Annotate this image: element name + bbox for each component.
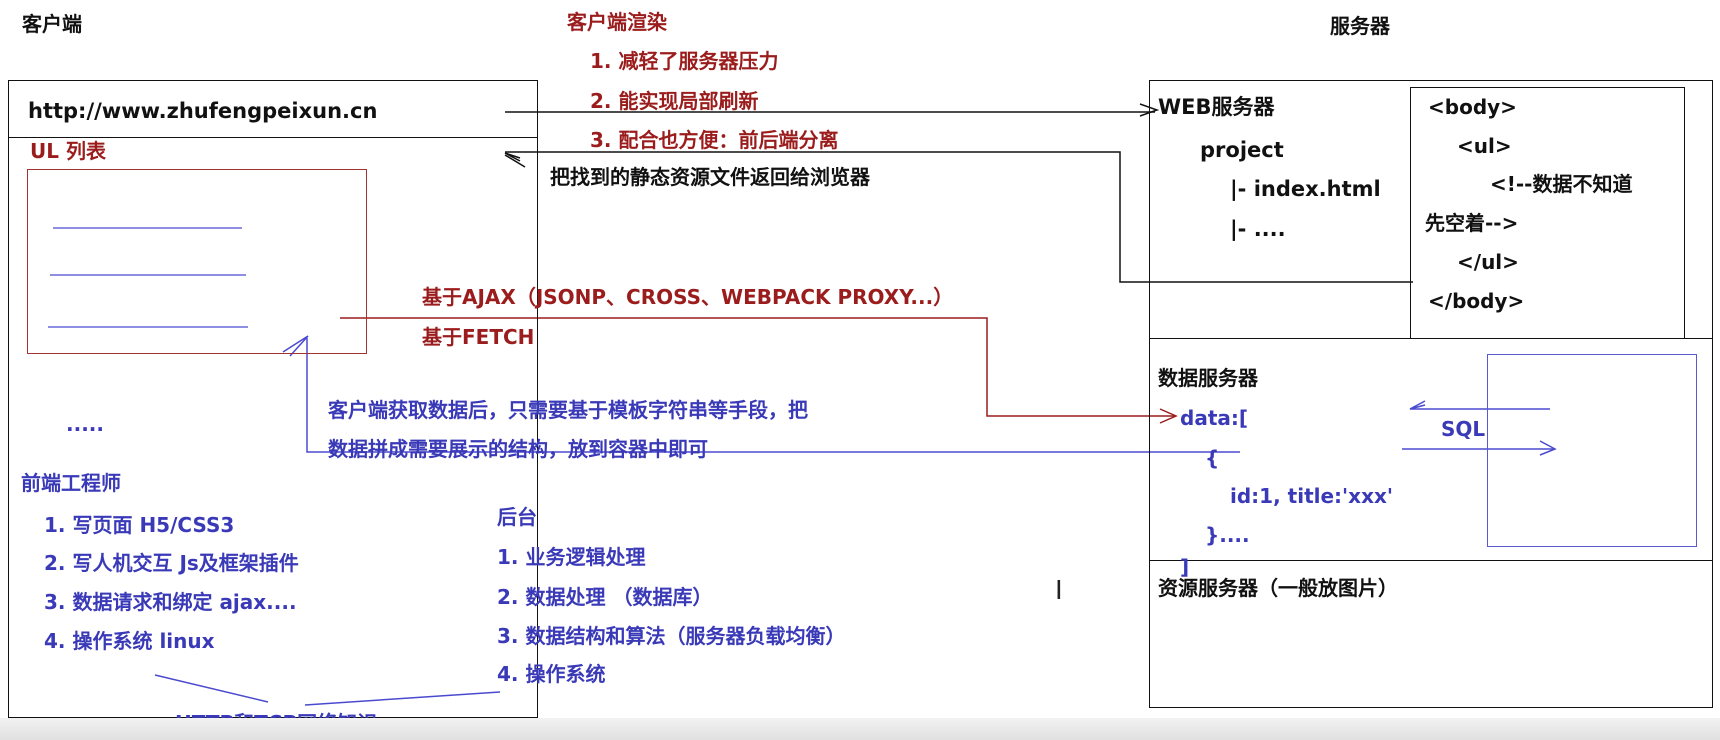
render-item: 3. 配合也方便：前后端分离: [590, 128, 839, 152]
html-line: <body>: [1428, 95, 1517, 119]
return-note: 把找到的静态资源文件返回给浏览器: [550, 165, 870, 189]
backend-item: 2. 数据处理 （数据库）: [497, 585, 713, 609]
template-note-2: 数据拼成需要展示的结构，放到容器中即可: [328, 437, 708, 461]
render-title: 客户端渲染: [567, 10, 667, 34]
resource-server-title: 资源服务器（一般放图片）: [1158, 576, 1398, 600]
html-line: <ul>: [1457, 134, 1512, 158]
data-line: }....: [1205, 523, 1250, 547]
network-line-right: [304, 691, 501, 706]
ajax-path: [340, 317, 1175, 417]
ajax-arrow-head: [1159, 408, 1178, 424]
data-line: id:1, title:'xxx': [1230, 484, 1393, 508]
web-server-title: WEB服务器: [1158, 95, 1275, 119]
render-item: 2. 能实现局部刷新: [590, 89, 759, 113]
ul-list-box: [27, 169, 367, 354]
return-arrow-head: [504, 152, 521, 162]
ajax-line-2: 基于FETCH: [422, 325, 535, 349]
template-note-1: 客户端获取数据后，只需要基于模板字符串等手段，把: [328, 398, 808, 422]
project-file: |- ....: [1230, 217, 1286, 241]
data-server-title: 数据服务器: [1158, 366, 1258, 390]
url-divider: [8, 137, 538, 138]
client-box: [8, 80, 538, 718]
project-file: |- index.html: [1230, 177, 1381, 201]
project-label: project: [1200, 138, 1284, 162]
url-text: http://www.zhufengpeixun.cn: [28, 99, 378, 123]
backend-item: 3. 数据结构和算法（服务器负载均衡）: [497, 624, 846, 648]
text-cursor-icon: I: [1055, 576, 1063, 606]
sql-arrow-left-head: [1409, 400, 1426, 410]
data-line: {: [1205, 446, 1220, 470]
frontend-item: 3. 数据请求和绑定 ajax....: [44, 590, 297, 614]
server-divider-2: [1149, 560, 1713, 561]
template-path: [306, 338, 1240, 453]
backend-item: 4. 操作系统: [497, 662, 606, 686]
server-box: [1149, 80, 1713, 708]
sql-box: [1487, 354, 1697, 547]
ul-label: UL 列表: [30, 139, 106, 163]
client-title: 客户端: [22, 12, 82, 36]
data-bracket: ]: [1180, 555, 1190, 579]
data-line: data:[: [1180, 406, 1249, 430]
server-title: 服务器: [1330, 14, 1390, 38]
sql-label: SQL: [1441, 417, 1486, 441]
html-line: 先空着-->: [1425, 211, 1519, 235]
frontend-item: 4. 操作系统 linux: [44, 629, 215, 653]
client-ellipsis: .....: [66, 412, 104, 436]
network-line-left: [154, 674, 269, 703]
frontend-title: 前端工程师: [21, 471, 121, 495]
render-item: 1. 减轻了服务器压力: [590, 49, 779, 73]
html-line: </body>: [1428, 289, 1525, 313]
sql-arrow-right-head: [1539, 440, 1557, 456]
html-line: </ul>: [1457, 250, 1519, 274]
backend-item: 1. 业务逻辑处理: [497, 545, 646, 569]
return-line: [505, 151, 1413, 283]
bottom-bar: [0, 718, 1720, 740]
html-code-box: [1410, 87, 1685, 339]
return-arrow-tick: [504, 154, 526, 168]
backend-title: 后台: [497, 505, 537, 529]
ajax-line-1: 基于AJAX（JSONP、CROSS、WEBPACK PROXY...）: [422, 285, 954, 309]
url-arrow-head: [1139, 103, 1160, 117]
frontend-item: 1. 写页面 H5/CSS3: [44, 513, 235, 537]
frontend-item: 2. 写人机交互 Js及框架插件: [44, 551, 299, 575]
template-arrow-head: [282, 335, 309, 357]
html-line: <!--数据不知道: [1490, 172, 1633, 196]
